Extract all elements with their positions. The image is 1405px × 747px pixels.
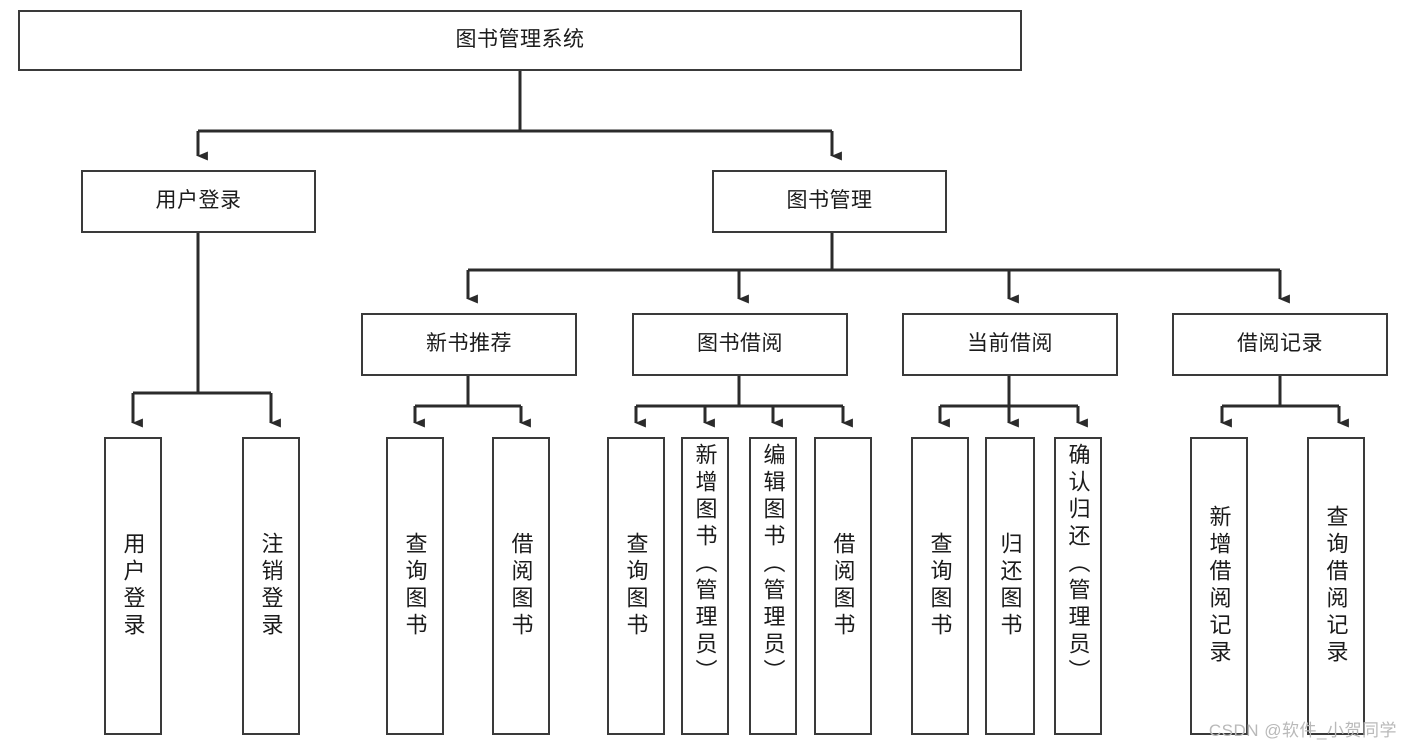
node-label: 查询图书	[623, 532, 649, 640]
leaf-query-book-new[interactable]: 查询图书	[386, 437, 444, 735]
node-label: 查询图书	[927, 532, 953, 640]
node-label: 新增借阅记录	[1206, 505, 1232, 667]
node-label: 查询图书	[402, 532, 428, 640]
leaf-logout[interactable]: 注销登录	[242, 437, 300, 735]
watermark-text: CSDN @软件_小贺同学	[1208, 721, 1397, 740]
node-label: 确认归还（管理员）	[1065, 443, 1091, 686]
node-label: 新书推荐	[426, 332, 512, 356]
node-label: 图书管理	[786, 189, 873, 213]
node-borrow-record[interactable]: 借阅记录	[1172, 313, 1388, 376]
leaf-query-book-current[interactable]: 查询图书	[911, 437, 969, 735]
node-label: 借阅记录	[1237, 332, 1323, 356]
node-current-borrow[interactable]: 当前借阅	[902, 313, 1118, 376]
node-label: 用户登录	[120, 532, 146, 640]
node-label: 注销登录	[258, 532, 284, 640]
leaf-borrow-book-new[interactable]: 借阅图书	[492, 437, 550, 735]
node-label: 新增图书（管理员）	[692, 443, 718, 686]
leaf-query-book-borrow[interactable]: 查询图书	[607, 437, 665, 735]
node-new-book-recommendation[interactable]: 新书推荐	[361, 313, 577, 376]
node-label: 图书借阅	[697, 332, 783, 356]
node-label: 当前借阅	[967, 332, 1053, 356]
node-book-borrow[interactable]: 图书借阅	[632, 313, 848, 376]
node-label: 用户登录	[155, 189, 242, 213]
node-label: 图书管理系统	[455, 28, 585, 52]
leaf-query-borrow-record[interactable]: 查询借阅记录	[1307, 437, 1365, 735]
node-label: 编辑图书（管理员）	[760, 443, 786, 686]
node-user-login[interactable]: 用户登录	[81, 170, 316, 233]
node-root-book-management-system[interactable]: 图书管理系统	[18, 10, 1022, 71]
leaf-user-login[interactable]: 用户登录	[104, 437, 162, 735]
leaf-return-book[interactable]: 归还图书	[985, 437, 1035, 735]
node-label: 借阅图书	[830, 532, 856, 640]
node-label: 归还图书	[997, 532, 1023, 640]
node-label: 借阅图书	[508, 532, 534, 640]
leaf-add-book-admin[interactable]: 新增图书（管理员）	[681, 437, 729, 735]
leaf-edit-book-admin[interactable]: 编辑图书（管理员）	[749, 437, 797, 735]
leaf-confirm-return-admin[interactable]: 确认归还（管理员）	[1054, 437, 1102, 735]
node-label: 查询借阅记录	[1323, 505, 1349, 667]
leaf-add-borrow-record[interactable]: 新增借阅记录	[1190, 437, 1248, 735]
leaf-borrow-book[interactable]: 借阅图书	[814, 437, 872, 735]
node-book-management[interactable]: 图书管理	[712, 170, 947, 233]
